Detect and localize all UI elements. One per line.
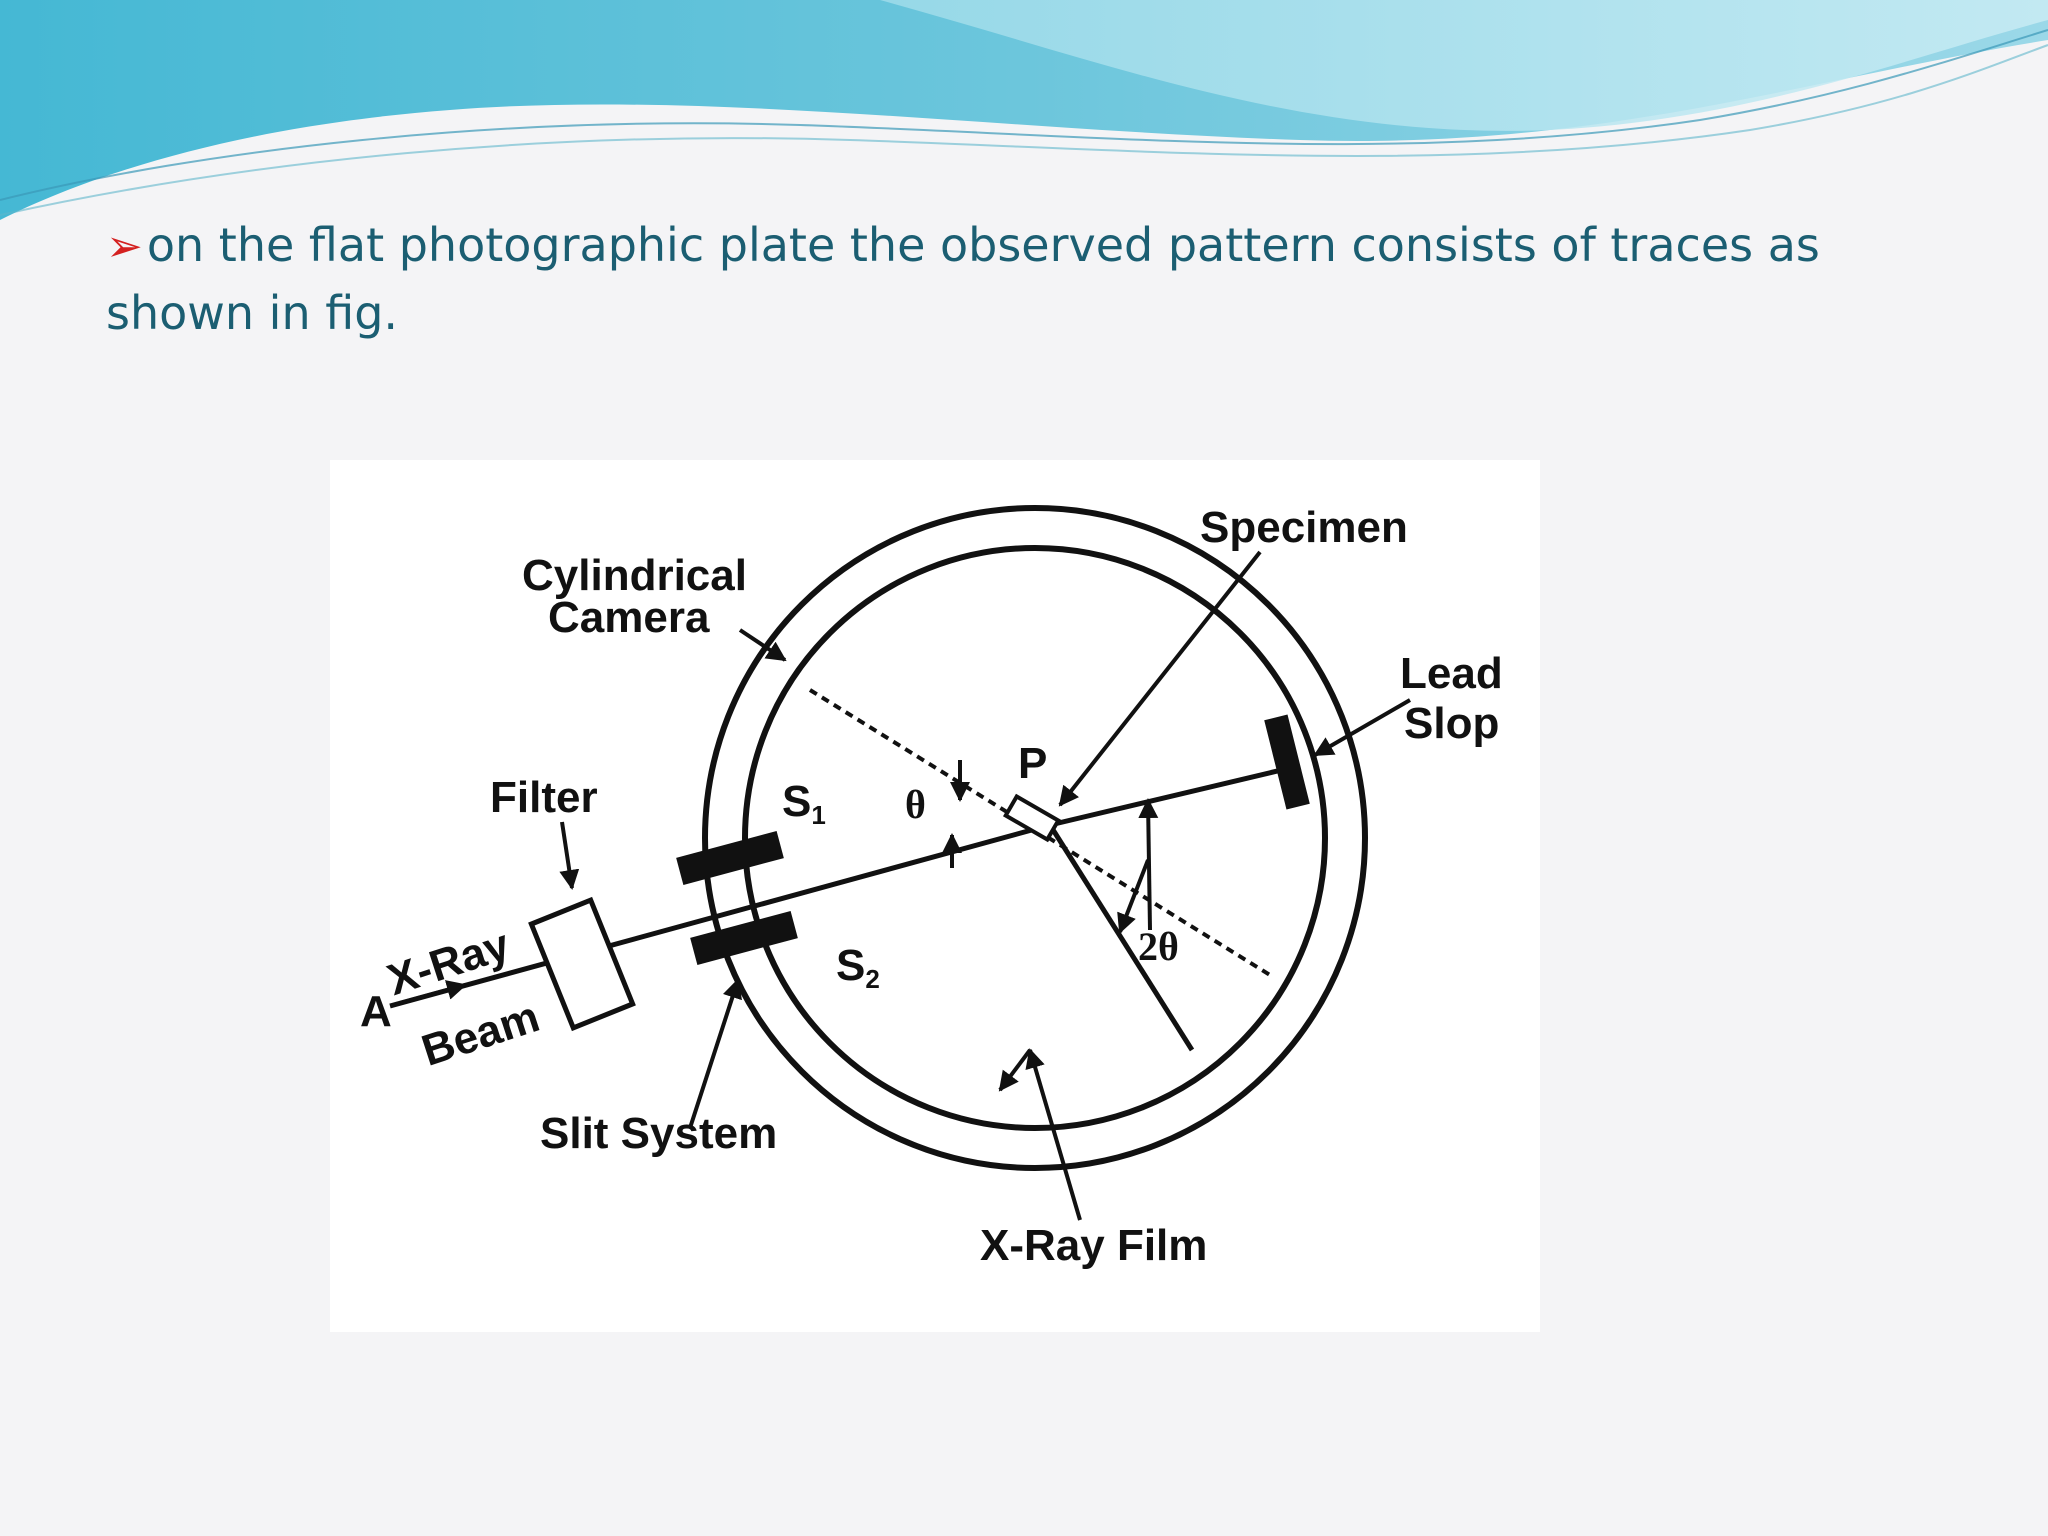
- camera-diagram: Cylindrical Camera Specimen Lead Slop Fi…: [360, 503, 1503, 1270]
- point-a-label: A: [360, 987, 392, 1036]
- bullet-paragraph: ➢on the flat photographic plate the obse…: [106, 212, 1946, 346]
- camera-outer-circle: [702, 505, 1368, 1171]
- diffracted-ray-line: [1047, 823, 1195, 1052]
- slit-s1-block: [676, 831, 784, 885]
- lead-stop-label-line2: Slop: [1404, 699, 1499, 748]
- cylindrical-camera-label-line1: Cylindrical: [522, 551, 747, 600]
- slit-s2-block: [690, 911, 798, 965]
- lead-stop-label-line1: Lead: [1400, 649, 1503, 698]
- theta-label: θ: [905, 782, 926, 827]
- slit-system-pointer-arrow: [688, 978, 742, 1129]
- wave-banner-decoration: [0, 0, 2048, 220]
- xray-beam-label-line2: Beam: [416, 992, 545, 1076]
- lead-stop-block: [1264, 714, 1310, 810]
- two-theta-arrow-lower: [1117, 859, 1150, 934]
- slit-s2-label: S2: [836, 941, 880, 994]
- xray-film-tip-arrow: [998, 1048, 1032, 1092]
- slit-system-label: Slit System: [540, 1109, 777, 1158]
- point-p-label: P: [1018, 739, 1047, 788]
- beam-direction-arrow: [399, 980, 467, 1005]
- bullet-arrow-icon: ➢: [106, 221, 143, 272]
- cylindrical-camera-label-line2: Camera: [548, 593, 710, 642]
- filter-box: [528, 896, 636, 1032]
- two-theta-label: 2θ: [1138, 924, 1179, 969]
- transmitted-beam-line: [1049, 765, 1291, 828]
- slit-s1-label: S1: [782, 777, 826, 830]
- filter-label: Filter: [490, 773, 598, 822]
- xray-film-pointer-arrow: [1025, 1048, 1082, 1221]
- camera-inner-circle: [742, 545, 1328, 1131]
- xray-film-label: X-Ray Film: [980, 1221, 1207, 1270]
- two-theta-arrow-upper: [1138, 798, 1159, 931]
- specimen-block: [1002, 793, 1062, 843]
- specimen-pointer-arrow: [1058, 550, 1262, 807]
- filter-pointer-arrow: [559, 821, 580, 890]
- xray-beam-line: [389, 822, 1051, 1009]
- camera-pointer-arrow: [738, 628, 787, 662]
- specimen-label: Specimen: [1200, 503, 1408, 552]
- bullet-text: on the flat photographic plate the obser…: [106, 218, 1820, 340]
- lead-stop-pointer-arrow: [1313, 698, 1412, 757]
- debye-scherrer-figure: Cylindrical Camera Specimen Lead Slop Fi…: [330, 460, 1540, 1332]
